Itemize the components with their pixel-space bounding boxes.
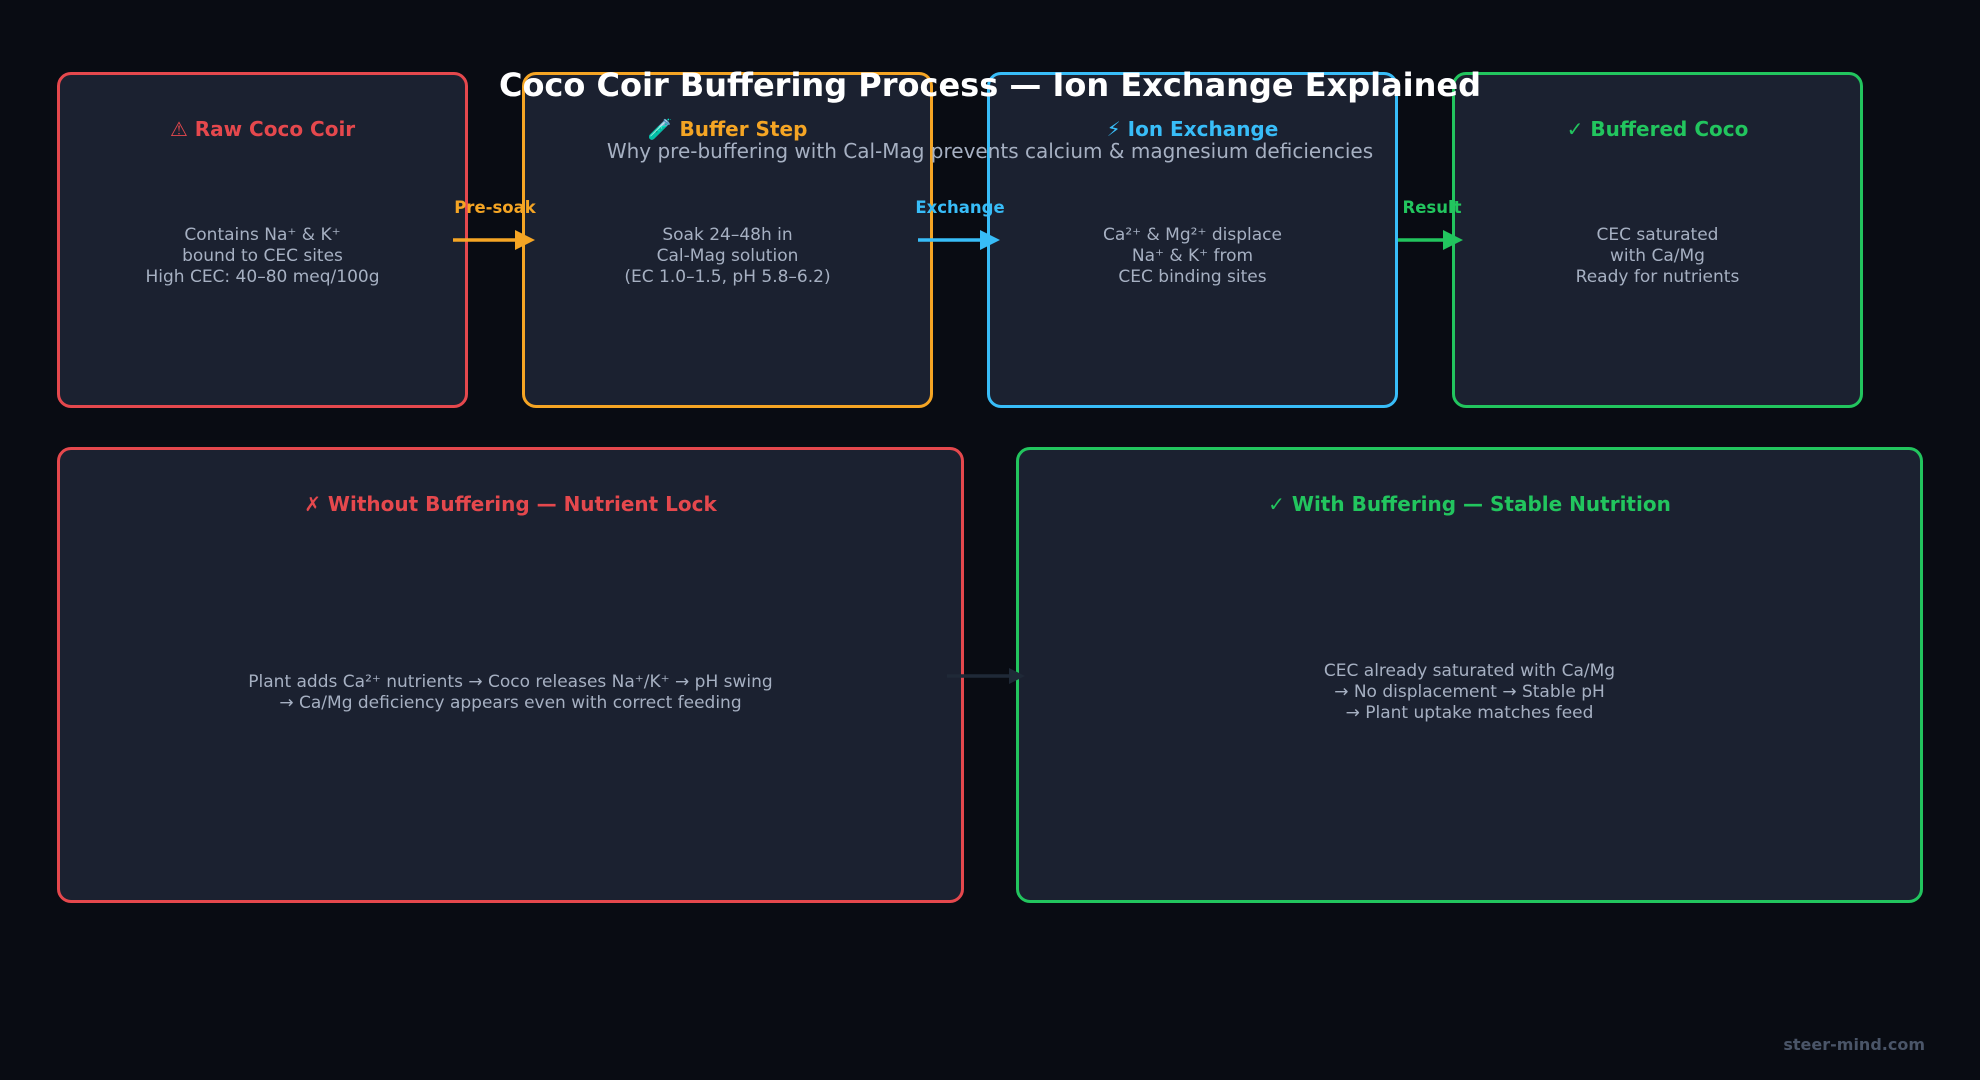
- step-ion-exchange-box: ⚡ Ion Exchange Ca²⁺ & Mg²⁺ displace Na⁺ …: [987, 72, 1398, 408]
- page-subtitle: Why pre-buffering with Cal-Mag prevents …: [606, 139, 1374, 163]
- arrow-result: [1398, 230, 1463, 250]
- step-buffered-coco-body: CEC saturated with Ca/Mg Ready for nutri…: [1575, 225, 1740, 287]
- without-buffering-title: ✗ Without Buffering — Nutrient Lock: [304, 492, 717, 516]
- step-buffered-coco-box: ✓ Buffered Coco CEC saturated with Ca/Mg…: [1452, 72, 1863, 408]
- comparison-connector: [947, 668, 1025, 684]
- step-buffered-coco-title: ✓ Buffered Coco: [1566, 117, 1749, 141]
- footer-credit: steer-mind.com: [1783, 1035, 1925, 1054]
- step-raw-coco-box: ⚠ Raw Coco Coir Contains Na⁺ & K⁺ bound …: [57, 72, 468, 408]
- step-raw-coco-body: Contains Na⁺ & K⁺ bound to CEC sites Hig…: [145, 225, 380, 287]
- with-buffering-body: CEC already saturated with Ca/Mg → No di…: [1323, 661, 1616, 723]
- step-buffer-box: 🧪 Buffer Step Soak 24–48h in Cal-Mag sol…: [522, 72, 933, 408]
- step-buffer-title: 🧪 Buffer Step: [647, 117, 808, 141]
- step-ion-exchange-title: ⚡ Ion Exchange: [1106, 117, 1279, 141]
- step-buffer-body: Soak 24–48h in Cal-Mag solution (EC 1.0–…: [624, 225, 831, 287]
- arrow-presoak: [453, 230, 535, 250]
- without-buffering-body: Plant adds Ca²⁺ nutrients → Coco release…: [248, 672, 773, 713]
- arrow-result-label: Result: [1402, 198, 1462, 217]
- arrow-exchange-label: Exchange: [915, 198, 1005, 217]
- step-ion-exchange-body: Ca²⁺ & Mg²⁺ displace Na⁺ & K⁺ from CEC b…: [1103, 225, 1282, 287]
- arrow-exchange: [918, 230, 1000, 250]
- step-raw-coco-title: ⚠ Raw Coco Coir: [169, 117, 356, 141]
- with-buffering-title: ✓ With Buffering — Stable Nutrition: [1268, 492, 1671, 516]
- page-title: Coco Coir Buffering Process — Ion Exchan…: [498, 66, 1482, 104]
- without-buffering-box: ✗ Without Buffering — Nutrient Lock Plan…: [57, 447, 964, 903]
- with-buffering-box: ✓ With Buffering — Stable Nutrition CEC …: [1016, 447, 1923, 903]
- arrow-presoak-label: Pre-soak: [454, 198, 536, 217]
